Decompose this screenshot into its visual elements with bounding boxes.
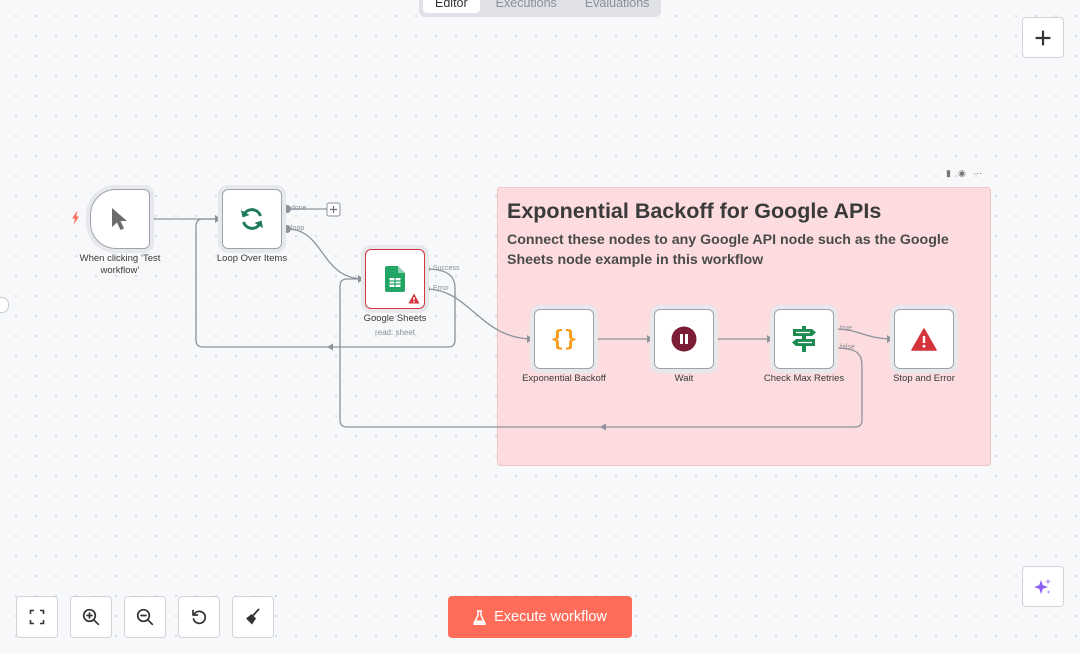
execute-workflow-label: Execute workflow xyxy=(494,609,607,625)
input-port xyxy=(219,214,222,224)
port-label-false: false xyxy=(840,344,855,351)
connection-retry-loop xyxy=(339,278,863,428)
zoom-in-button[interactable] xyxy=(70,596,112,638)
output-port xyxy=(283,205,291,213)
node-subtitle-sheets: read: sheet xyxy=(374,328,416,337)
output-port xyxy=(283,225,291,233)
delete-icon[interactable]: ▮ xyxy=(946,168,951,178)
signpost-icon xyxy=(792,326,816,352)
node-label-loop: Loop Over Items xyxy=(216,253,288,264)
note-toolbar: ▮ ◉ ⋯ xyxy=(946,168,982,179)
node-label-trigger: When clicking ‘Test workflow’ xyxy=(79,253,161,276)
tidy-up-icon xyxy=(246,608,260,625)
node-wait[interactable] xyxy=(654,309,714,369)
google-sheets-icon xyxy=(385,266,405,292)
panel-collapse-handle[interactable] xyxy=(0,297,9,313)
input-port xyxy=(891,334,894,344)
cursor-pointer-icon xyxy=(112,208,127,230)
tidy-up-button[interactable] xyxy=(232,596,274,638)
pause-icon xyxy=(671,326,697,352)
connection-check-true-stop xyxy=(833,328,894,340)
tab-editor[interactable]: Editor xyxy=(423,0,480,13)
tab-evaluations[interactable]: Evaluations xyxy=(584,0,650,10)
lightning-bolt-icon xyxy=(71,211,80,230)
node-stop-and-error[interactable] xyxy=(894,309,954,369)
input-port xyxy=(531,334,534,344)
connection-sheets-backoff xyxy=(425,288,534,340)
port-label-done: done xyxy=(291,205,307,212)
input-port xyxy=(771,334,774,344)
arrow-marker xyxy=(327,343,333,351)
port-label-success: Success xyxy=(433,265,460,272)
connection-loop-back xyxy=(195,218,456,348)
node-label-stop: Stop and Error xyxy=(893,373,955,384)
arrow-marker xyxy=(887,335,893,343)
node-trigger[interactable] xyxy=(90,189,150,249)
node-loop-over-items[interactable] xyxy=(222,189,282,249)
add-node-button[interactable] xyxy=(1022,17,1064,58)
zoom-in-icon xyxy=(82,608,100,626)
arrow-marker xyxy=(358,275,364,283)
fit-view-icon xyxy=(29,609,45,625)
zoom-out-icon xyxy=(136,608,154,626)
code-braces-icon: {} xyxy=(550,326,578,352)
arrow-marker xyxy=(527,335,533,343)
fit-view-button[interactable] xyxy=(16,596,58,638)
port-label-true: true xyxy=(840,325,853,332)
view-tabs: Editor Executions Evaluations xyxy=(419,0,661,17)
add-to-done-plus-icon xyxy=(326,202,341,217)
flask-icon xyxy=(473,609,486,625)
color-palette-icon[interactable]: ◉ xyxy=(957,168,966,178)
arrow-marker xyxy=(600,423,606,431)
error-warning-icon xyxy=(408,293,420,304)
tab-executions[interactable]: Executions xyxy=(495,0,557,10)
warning-triangle-icon xyxy=(911,327,937,351)
sync-arrows-icon xyxy=(241,208,263,230)
node-label-wait: Wait xyxy=(674,373,694,384)
node-label-sheets: Google Sheets xyxy=(363,313,427,324)
note-title: Exponential Backoff for Google APIs xyxy=(507,199,882,223)
reset-zoom-button[interactable] xyxy=(178,596,220,638)
node-check-max-retries[interactable] xyxy=(774,309,834,369)
arrow-marker xyxy=(215,215,221,223)
arrow-marker xyxy=(647,335,653,343)
node-label-backoff: Exponential Backoff xyxy=(522,373,606,384)
input-port xyxy=(362,274,365,284)
connection-loop-sheets xyxy=(286,228,365,280)
port-label-error: Error xyxy=(433,285,449,292)
sparkles-icon xyxy=(1034,578,1051,594)
ai-assistant-button[interactable] xyxy=(1022,566,1064,607)
reset-zoom-icon xyxy=(192,609,207,625)
port-label-loop: loop xyxy=(291,225,305,232)
input-port xyxy=(651,334,654,344)
arrow-marker xyxy=(767,335,773,343)
node-label-check: Check Max Retries xyxy=(763,373,845,384)
node-exponential-backoff[interactable]: {} xyxy=(534,309,594,369)
plus-icon xyxy=(1035,29,1051,46)
node-google-sheets[interactable] xyxy=(365,249,425,309)
zoom-out-button[interactable] xyxy=(124,596,166,638)
execute-workflow-button[interactable]: Execute workflow xyxy=(448,596,632,638)
more-options-icon[interactable]: ⋯ xyxy=(972,168,982,178)
note-body: Connect these nodes to any Google API no… xyxy=(507,232,949,268)
